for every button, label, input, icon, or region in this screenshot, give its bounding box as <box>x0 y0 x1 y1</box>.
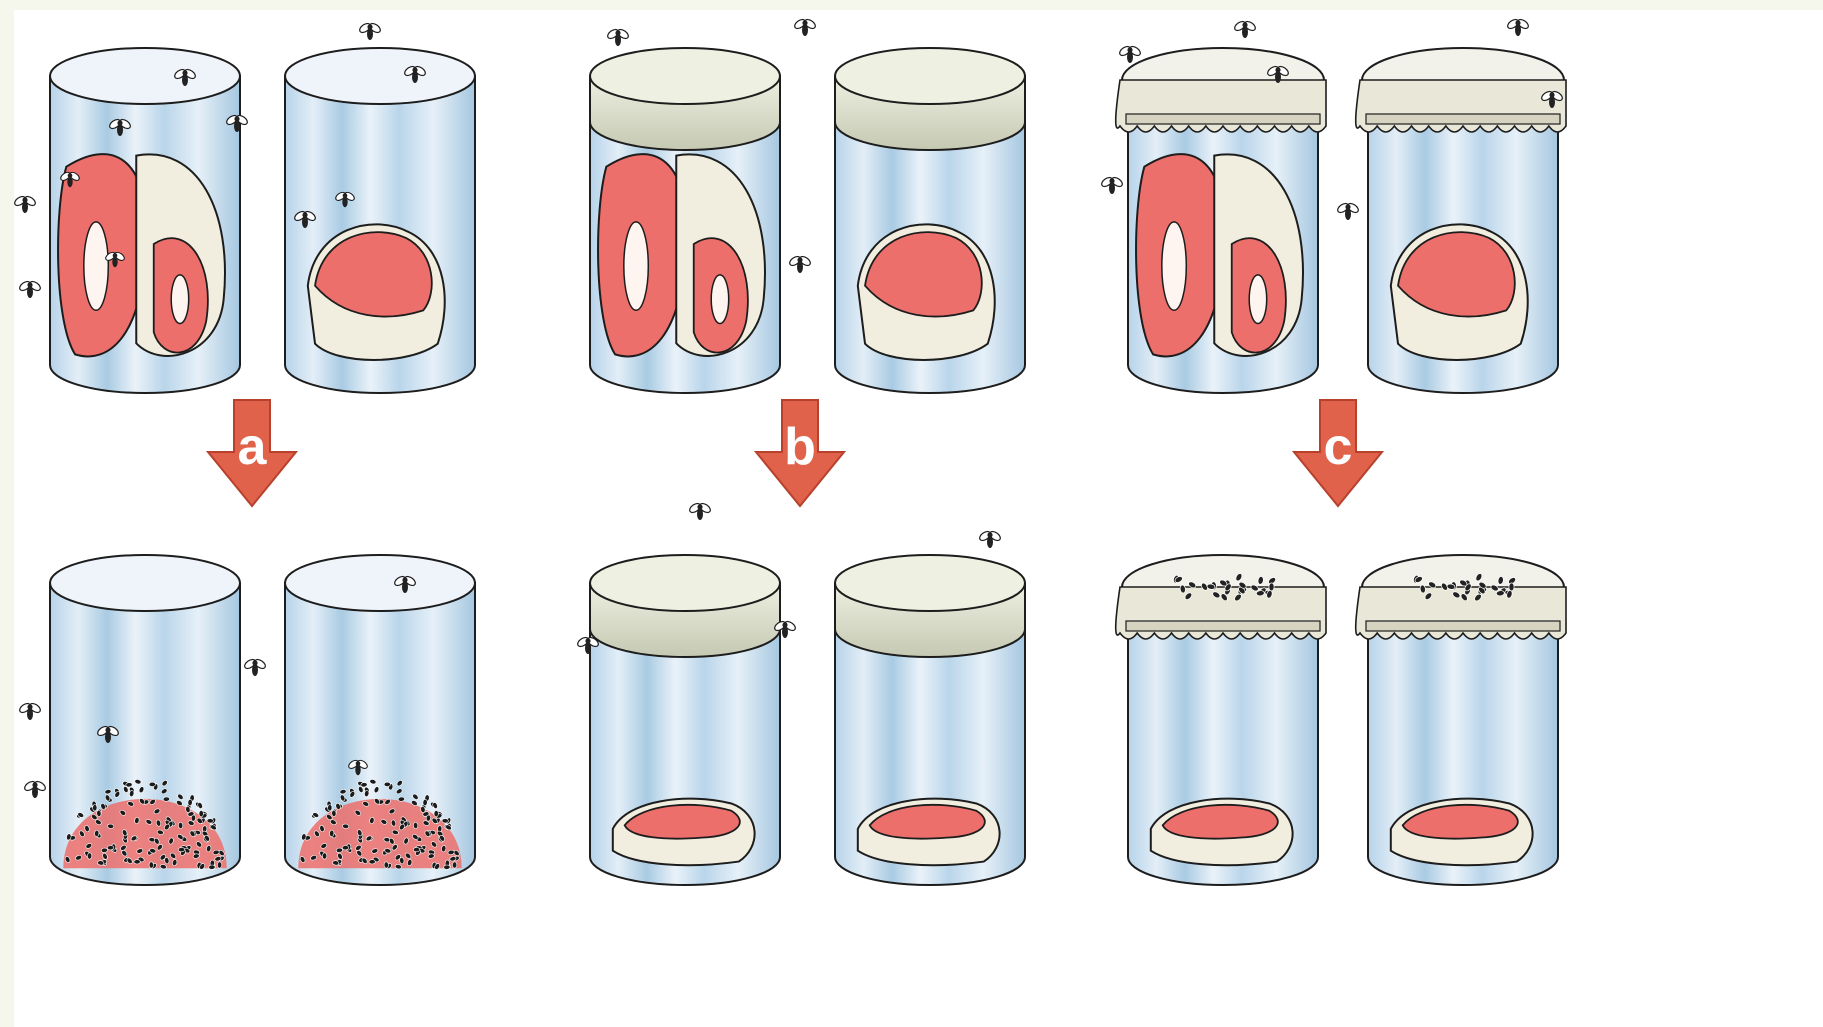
jar-icon <box>1356 48 1566 393</box>
jar-icon <box>285 555 475 885</box>
fly-icon <box>18 280 42 298</box>
fly-icon <box>606 28 630 46</box>
meat-icon <box>1151 799 1293 866</box>
group-label-b: b <box>784 418 816 476</box>
jar-icon <box>835 48 1025 393</box>
down-arrow-icon: b <box>756 400 844 506</box>
jar-rim <box>285 48 475 104</box>
meat-icon <box>1391 799 1533 866</box>
meat-icon <box>858 224 995 360</box>
jar-icon <box>590 48 780 393</box>
jar-rim <box>50 555 240 611</box>
meat-icon <box>598 154 765 356</box>
meat-icon <box>1136 154 1303 356</box>
meat-icon <box>1391 224 1528 360</box>
jar-lid-top <box>835 555 1025 611</box>
fly-icon <box>688 502 712 520</box>
group-label-c: c <box>1324 418 1353 476</box>
meat-icon <box>308 224 445 360</box>
fly-icon <box>23 780 47 798</box>
fly-icon <box>793 18 817 36</box>
meat-icon <box>613 799 755 866</box>
fly-icon <box>1506 18 1530 36</box>
group-label-a: a <box>238 418 268 476</box>
gauze-band <box>1366 621 1560 631</box>
jar-rim <box>285 555 475 611</box>
jar-rim <box>50 48 240 104</box>
fly-icon <box>358 22 382 40</box>
gauze-band <box>1366 114 1560 124</box>
fly-icon <box>18 702 42 720</box>
jar-icon <box>1116 555 1326 885</box>
fly-icon <box>978 530 1002 548</box>
down-arrow-icon: c <box>1294 400 1382 506</box>
jar-icon <box>1356 555 1566 885</box>
fly-icon <box>1100 176 1124 194</box>
jar-lid-top <box>590 555 780 611</box>
fly-icon <box>13 195 37 213</box>
jar-lid-top <box>835 48 1025 104</box>
fly-icon <box>1336 202 1360 220</box>
meat-icon <box>58 154 225 356</box>
fly-icon <box>1118 45 1142 63</box>
jar-icon <box>835 555 1025 885</box>
down-arrow-icon: a <box>208 400 296 506</box>
jar-icon <box>50 555 240 885</box>
fly-icon <box>1233 20 1257 38</box>
fly-icon <box>243 658 267 676</box>
jar-icon <box>50 48 240 393</box>
jar-icon <box>1116 48 1326 393</box>
gauze-band <box>1126 621 1320 631</box>
gauze-band <box>1126 114 1320 124</box>
jar-icon <box>590 555 780 885</box>
meat-icon <box>858 799 1000 866</box>
jar-lid-top <box>590 48 780 104</box>
fly-icon <box>788 255 812 273</box>
